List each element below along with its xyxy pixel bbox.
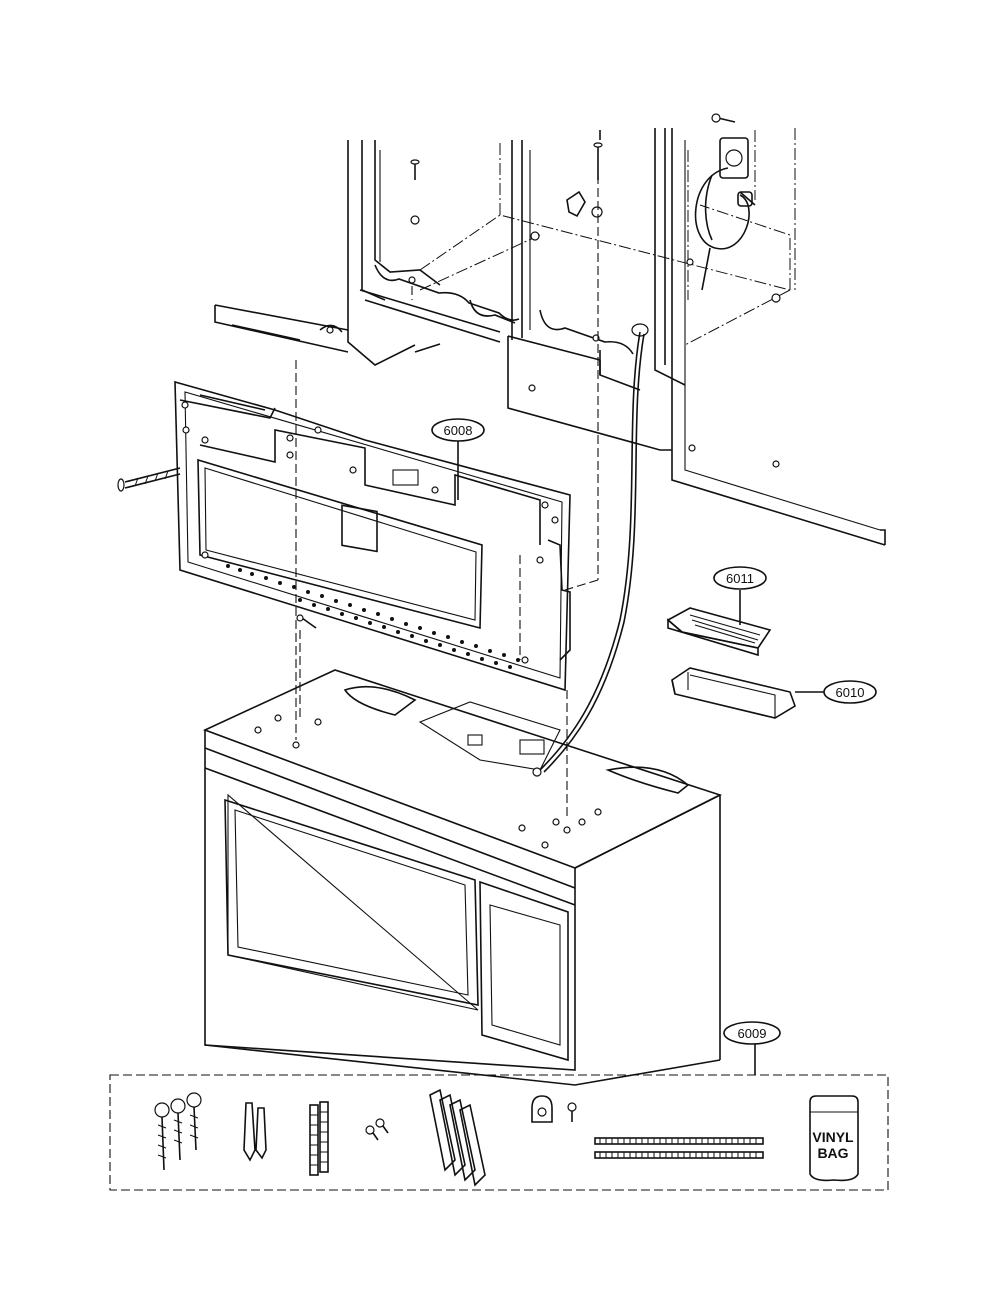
callout-6008: 6008 xyxy=(431,418,485,500)
anchor-strip-icon xyxy=(309,1101,329,1176)
screw-icon xyxy=(711,113,736,123)
microwave-oven xyxy=(202,669,723,1086)
power-cord-icon xyxy=(694,167,750,250)
bracket-clip-icon xyxy=(566,190,586,218)
cord-clamp-icon xyxy=(531,1095,577,1123)
mounting-plate xyxy=(117,380,571,692)
long-bolt-icon xyxy=(594,1137,764,1159)
wall-cabinet xyxy=(214,113,886,546)
callout-6008-label: 6008 xyxy=(444,423,473,438)
part-6010: 6010 xyxy=(671,667,877,719)
wood-screw-icon xyxy=(154,1092,202,1171)
callout-6011-label: 6011 xyxy=(726,571,754,586)
vinyl-bag-label-line1: VINYL xyxy=(812,1129,854,1145)
part-6011: 6011 xyxy=(666,566,772,657)
plate-slot-row xyxy=(226,564,520,662)
plate-slot-row xyxy=(298,598,512,669)
callout-6009-label: 6009 xyxy=(738,1026,767,1041)
callout-6010-label: 6010 xyxy=(836,685,865,700)
vinyl-bag-label-line2: BAG xyxy=(817,1145,848,1161)
screw-icon xyxy=(296,614,317,629)
screw-icon xyxy=(410,159,420,180)
small-screw-icon xyxy=(365,1118,389,1141)
toggle-wing-icon xyxy=(429,1088,486,1187)
screw-icon xyxy=(117,467,181,492)
power-outlet-icon xyxy=(719,137,756,207)
vinyl-bag-icon: VINYL BAG xyxy=(809,1095,859,1182)
screw-icon xyxy=(593,142,603,180)
part-6009-kit: 6009 xyxy=(109,1021,889,1191)
wall-anchor-icon xyxy=(243,1102,267,1162)
